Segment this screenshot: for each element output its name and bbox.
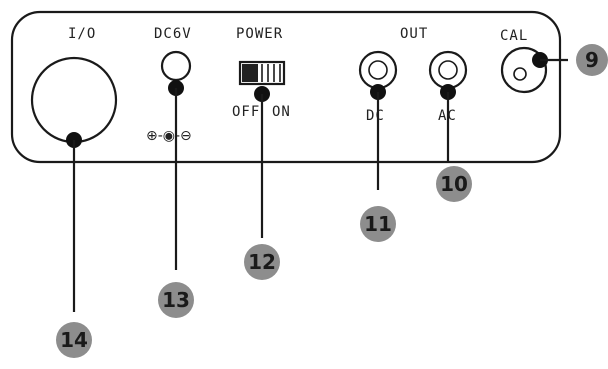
leader-10 [440, 84, 456, 162]
power-label: POWER [236, 26, 283, 42]
svg-text:9: 9 [585, 48, 599, 72]
power-switch [238, 60, 286, 86]
dc-out-connector [358, 50, 398, 90]
leader-12 [254, 86, 270, 238]
dc-out-label: DC [366, 108, 385, 124]
callout-10: 10 [436, 166, 472, 202]
callout-9: 9 [576, 44, 608, 76]
svg-text:14: 14 [60, 328, 88, 352]
callout-11: 11 [360, 206, 396, 242]
cal-label: CAL [500, 28, 528, 44]
cal-connector [500, 46, 548, 94]
svg-text:11: 11 [364, 212, 392, 236]
io-connector [30, 56, 118, 144]
polarity-symbol: ⊕-◉-⊖ [146, 128, 192, 144]
device-panel [10, 10, 562, 164]
leader-11 [370, 84, 386, 190]
dc-jack [160, 50, 192, 82]
off-label: OFF [232, 104, 260, 120]
callout-14: 14 [56, 322, 92, 358]
leader-9 [532, 52, 568, 68]
out-label: OUT [400, 26, 428, 42]
leader-14 [66, 132, 82, 312]
dc-input-label: DC6V [154, 26, 192, 42]
ac-out-connector [428, 50, 468, 90]
callout-13: 13 [158, 282, 194, 318]
on-label: ON [272, 104, 291, 120]
svg-text:12: 12 [248, 250, 276, 274]
svg-text:10: 10 [440, 172, 468, 196]
leader-13 [168, 80, 184, 270]
io-label: I/O [68, 26, 96, 42]
callout-12: 12 [244, 244, 280, 280]
svg-text:13: 13 [162, 288, 190, 312]
